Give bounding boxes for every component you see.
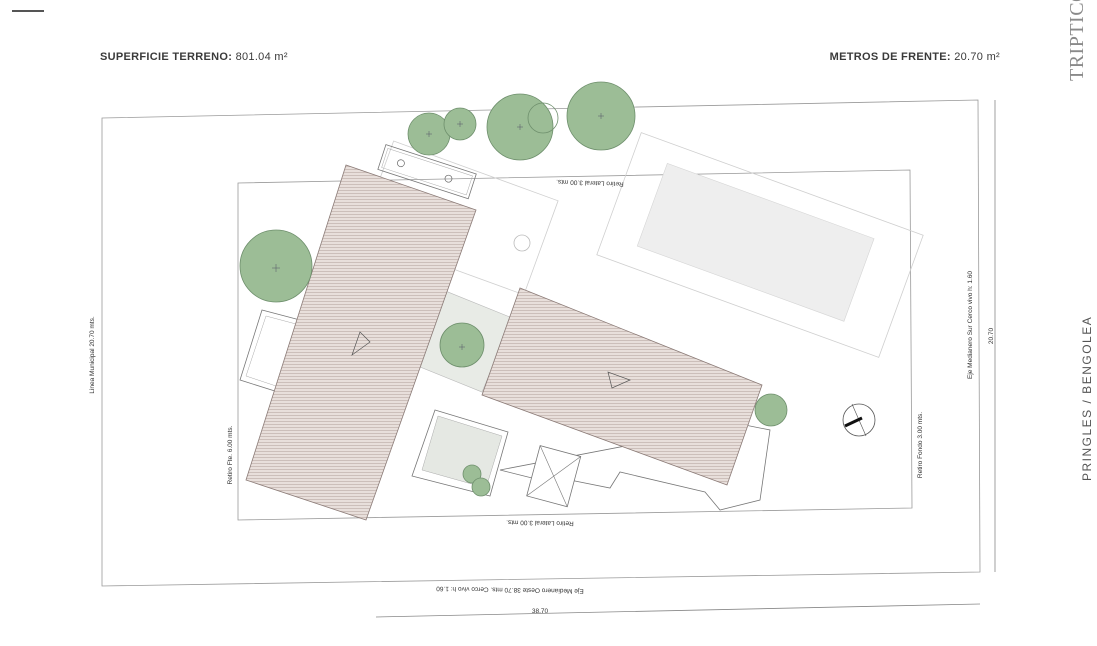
secondary-roof-arrow [607,371,631,389]
tree [527,102,559,134]
retiro-lateral-top-label: Retiro Lateral 3.00 mts. [556,178,624,187]
pool [596,132,924,358]
eje-sur-label: Eje Medianero Sur Cerco vivo h: 1.60 [967,271,974,379]
depth-dimension-label: 38.70 [532,608,549,615]
tree [471,477,491,497]
north-arrow-icon [842,403,876,437]
retiro-frente-label: Retiro Fte. 6.00 mts. [227,425,234,484]
metros-de-frente-label: METROS DE FRENTE: [829,51,951,63]
linea-municipal-label: Linea Municipal 20.70 mts. [89,316,96,394]
main-roof-arrow [351,331,371,356]
secondary-roof [481,287,763,486]
depth-dimension-line [375,603,981,618]
main-roof [245,164,477,521]
lot-boundary [101,99,981,587]
eje-oeste-label: Eje Medianero Oeste 38.70 mts. Cerco viv… [436,585,584,595]
superficie-terreno-label: SUPERFICIE TERRENO: [100,51,233,63]
tree [462,464,482,484]
planter-box [377,144,477,200]
menu-icon[interactable] [12,10,44,12]
tree [754,393,788,427]
stair-box [526,445,582,508]
lower-structure [411,409,509,497]
metros-de-frente-value: 20.70 m² [954,51,1000,63]
superficie-terreno-value: 801.04 m² [235,51,288,63]
metros-de-frente: METROS DE FRENTE: 20.70 m² [830,51,1000,63]
terrace-fixture [513,234,531,252]
retiro-lateral-bottom-label: Retiro Lateral 3.00 mts. [506,518,574,526]
width-dimension-label: 20.70 [988,327,995,344]
retiro-fondo-label: Retiro Fondo 3.00 mts. [917,412,924,478]
superficie-terreno: SUPERFICIE TERRENO: 801.04 m² [100,51,288,63]
